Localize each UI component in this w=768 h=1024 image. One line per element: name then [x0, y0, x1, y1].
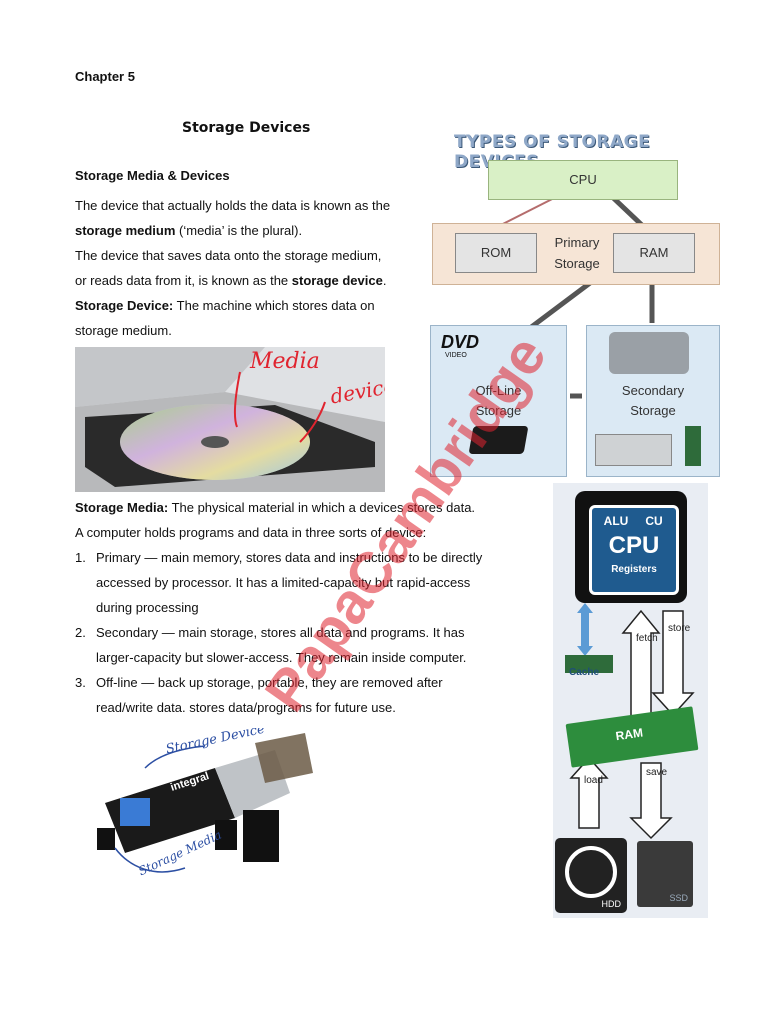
hard-disk-icon	[609, 332, 689, 374]
list-line: read/write data. stores data/programs fo…	[96, 700, 396, 715]
rom-box: ROM	[455, 233, 537, 273]
secondary-label: Secondary Storage	[587, 381, 719, 421]
offline-storage-box: DVD VIDEO Off-Line Storage	[430, 325, 567, 477]
page-title: Storage Devices	[182, 120, 311, 136]
bold-term: Storage Media:	[75, 500, 169, 515]
cache-label: Cache	[569, 667, 600, 678]
chapter-label: Chapter 5	[75, 69, 135, 84]
paragraph-line: storage medium.	[75, 323, 172, 338]
store-label: store	[668, 623, 690, 635]
primary-label-line1: Primary	[554, 235, 600, 250]
secondary-label-line2: Storage	[630, 403, 676, 418]
list-item: 2. Secondary — main storage, stores all …	[75, 620, 515, 670]
text-span: .	[382, 273, 387, 288]
hdd-icon: HDD	[555, 838, 627, 913]
device-types-list: 1. Primary — main memory, stores data an…	[75, 545, 515, 720]
dvd-drive-photo: Media device	[75, 347, 385, 492]
hierarchy-arrows	[569, 603, 695, 840]
cpu-chip-icon: ALU CU CPU Registers	[575, 491, 687, 603]
dvd-logo: DVD	[441, 332, 480, 352]
paragraph-line: The device that actually holds the data …	[75, 198, 391, 213]
offline-label-line2: Storage	[475, 403, 522, 418]
memory-hierarchy-diagram: ALU CU CPU Registers fetch store load sa…	[553, 483, 708, 918]
dvd-drive-illustration	[75, 347, 385, 492]
bold-term: storage medium	[75, 223, 176, 238]
list-item-text: Off-line — back up storage, portable, th…	[96, 670, 443, 720]
hdd-label: HDD	[601, 899, 622, 909]
cu-label: CU	[645, 514, 663, 528]
primary-storage-box: ROM Primary Storage RAM	[432, 223, 720, 285]
paragraph-line: or reads data from it, is known as the s…	[75, 268, 425, 293]
paragraph-line: Storage Device: The machine which stores…	[75, 293, 425, 318]
cpu-die: ALU CU CPU Registers	[589, 505, 679, 595]
dvd-logo-sub: VIDEO	[445, 352, 467, 359]
list-item-text: Primary — main memory, stores data and i…	[96, 545, 482, 620]
text-span: The physical material in which a devices…	[168, 500, 476, 515]
secondary-label-line1: Secondary	[621, 383, 685, 398]
secondary-storage-box: Secondary Storage	[586, 325, 720, 477]
primary-label-line2: Storage	[554, 256, 600, 271]
card-reader-photo: Storage Device Storage Media integral	[75, 728, 315, 890]
paragraph-line: Storage Media: The physical material in …	[75, 495, 535, 520]
list-line: Off-line — back up storage, portable, th…	[96, 675, 443, 690]
media-text: Storage Media: The physical material in …	[75, 495, 535, 545]
ram-label: RAM	[614, 725, 644, 744]
list-line: during processing	[96, 600, 199, 615]
bold-term: storage device	[291, 273, 383, 288]
m2-ssd-icon	[685, 426, 701, 466]
list-item: 1. Primary — main memory, stores data an…	[75, 545, 515, 620]
primary-storage-label: Primary Storage	[547, 232, 607, 274]
alu-label: ALU	[603, 514, 629, 528]
list-line: accessed by processor. It has a limited-…	[96, 575, 471, 590]
external-drive-icon	[468, 426, 529, 454]
list-number: 3.	[75, 675, 86, 690]
card-reader-illustration	[75, 728, 315, 890]
list-number: 2.	[75, 625, 86, 640]
text-span: (‘media’ is the plural).	[175, 223, 303, 238]
cache-chip-icon: Cache	[561, 655, 621, 685]
load-label: load	[584, 775, 603, 786]
save-label: save	[646, 767, 667, 779]
ssd-icon: SSD	[637, 841, 693, 907]
list-line: larger-capacity but slower-access. They …	[96, 650, 467, 665]
list-number: 1.	[75, 550, 86, 565]
paragraph-line: The device that saves data onto the stor…	[75, 248, 382, 263]
media-annotation: Media	[250, 349, 320, 374]
bold-term: Storage Device:	[75, 298, 174, 313]
text-span: The machine which stores data on	[173, 298, 375, 313]
hdd-platter	[565, 846, 617, 898]
list-line: Primary — main memory, stores data and i…	[96, 550, 483, 565]
storage-types-diagram: TYPES OF STORAGE DEVICES CPU ROM Primary…	[430, 128, 720, 483]
ram-box: RAM	[613, 233, 695, 273]
list-line: Secondary — main storage, stores all dat…	[96, 625, 465, 640]
registers-label: Registers	[611, 564, 657, 575]
list-item-text: Secondary — main storage, stores all dat…	[96, 620, 466, 670]
text-span: or reads data from it, is known as the	[75, 273, 292, 288]
paragraph-line: storage medium (‘media’ is the plural).	[75, 218, 425, 243]
cpu-label: CPU	[608, 532, 660, 559]
fetch-label: fetch	[636, 633, 658, 645]
offline-label: Off-Line Storage	[431, 381, 566, 421]
offline-label-line1: Off-Line	[475, 383, 522, 398]
list-item: 3. Off-line — back up storage, portable,…	[75, 670, 515, 720]
cpu-box: CPU	[488, 160, 678, 200]
paragraph-line: A computer holds programs and data in th…	[75, 525, 427, 540]
ssd-label: SSD	[669, 893, 688, 903]
cache-board	[565, 655, 613, 673]
section-heading: Storage Media & Devices	[75, 168, 230, 183]
ssd-card-icon	[595, 434, 672, 466]
intro-text: The device that actually holds the data …	[75, 193, 425, 343]
